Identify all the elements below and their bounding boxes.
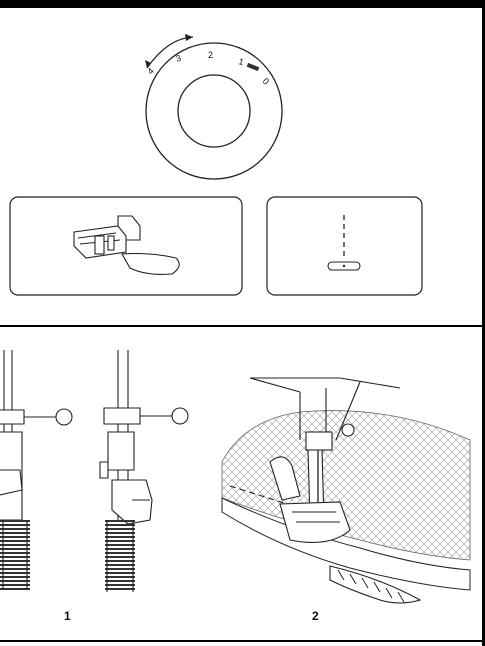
figure-label-2: 2 <box>312 609 319 623</box>
dial-tick-4: 4 <box>145 66 156 77</box>
dial-indicator-mark <box>246 62 260 72</box>
presser-foot-panel <box>9 196 243 296</box>
zigzag-foot-icon <box>73 215 180 275</box>
straight-stitch-panel <box>266 196 423 296</box>
stitch-length-dial: 4 3 2 1 0 <box>145 34 283 180</box>
piping-sewing-figure <box>221 377 471 604</box>
dial-inner-ring <box>177 74 251 148</box>
dial-tick-3: 3 <box>174 53 182 64</box>
figure-label-1: 1 <box>64 609 71 623</box>
bottom-border <box>0 640 483 642</box>
right-border <box>482 0 485 646</box>
dial-tick-1: 1 <box>237 56 244 67</box>
zipper-foot-figure-left-b <box>99 350 189 592</box>
section-divider <box>0 325 483 327</box>
zipper-foot-figure-left-a <box>0 350 73 590</box>
top-border <box>0 0 485 8</box>
dial-tick-0: 0 <box>261 76 271 87</box>
dial-tick-2: 2 <box>208 50 213 60</box>
